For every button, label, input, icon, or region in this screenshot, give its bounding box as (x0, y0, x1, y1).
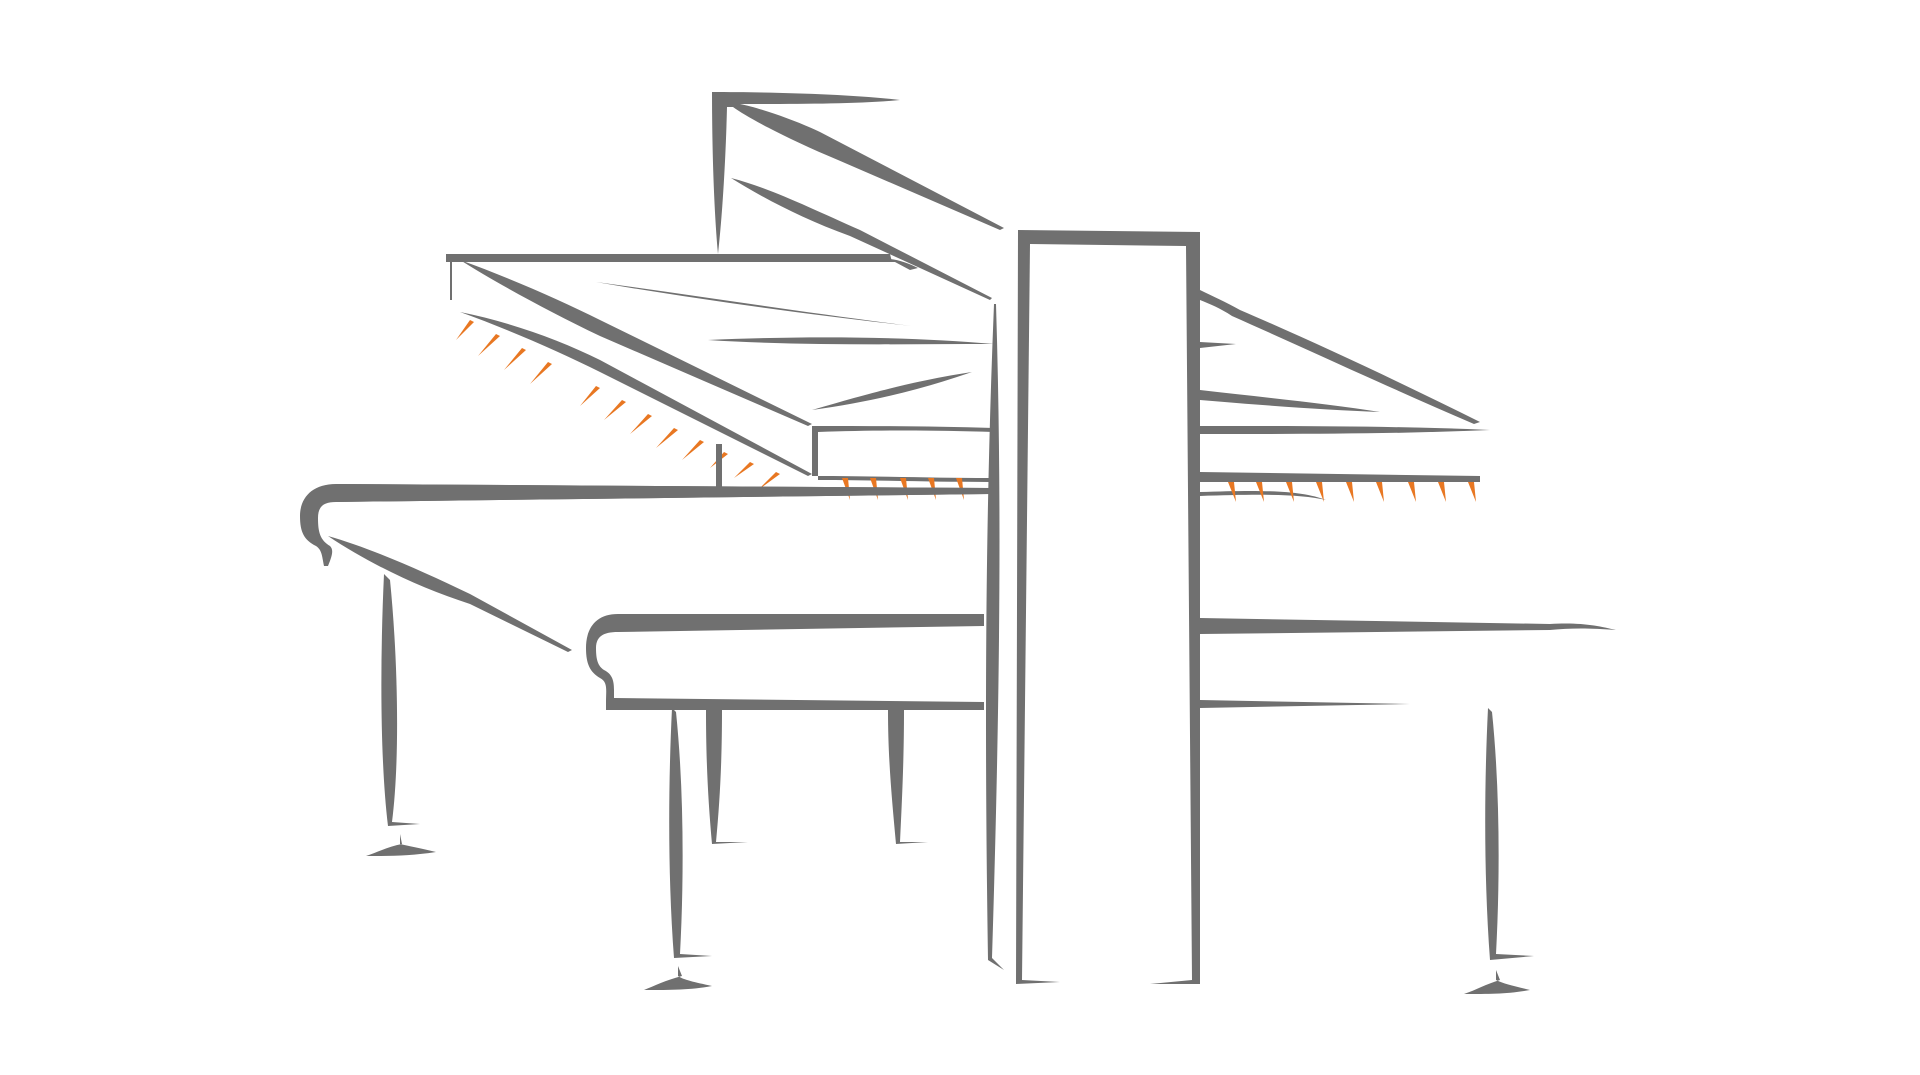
middle-roof (446, 254, 994, 476)
roof-hatch-left (456, 320, 780, 490)
left-eave-slab (300, 484, 990, 856)
right-wing (1200, 290, 1616, 994)
middle-ledge (716, 426, 994, 496)
lower-slab (586, 614, 984, 990)
roof-hatch-right (1228, 482, 1476, 502)
upper-roof (712, 92, 1004, 300)
central-tower (986, 230, 1200, 984)
